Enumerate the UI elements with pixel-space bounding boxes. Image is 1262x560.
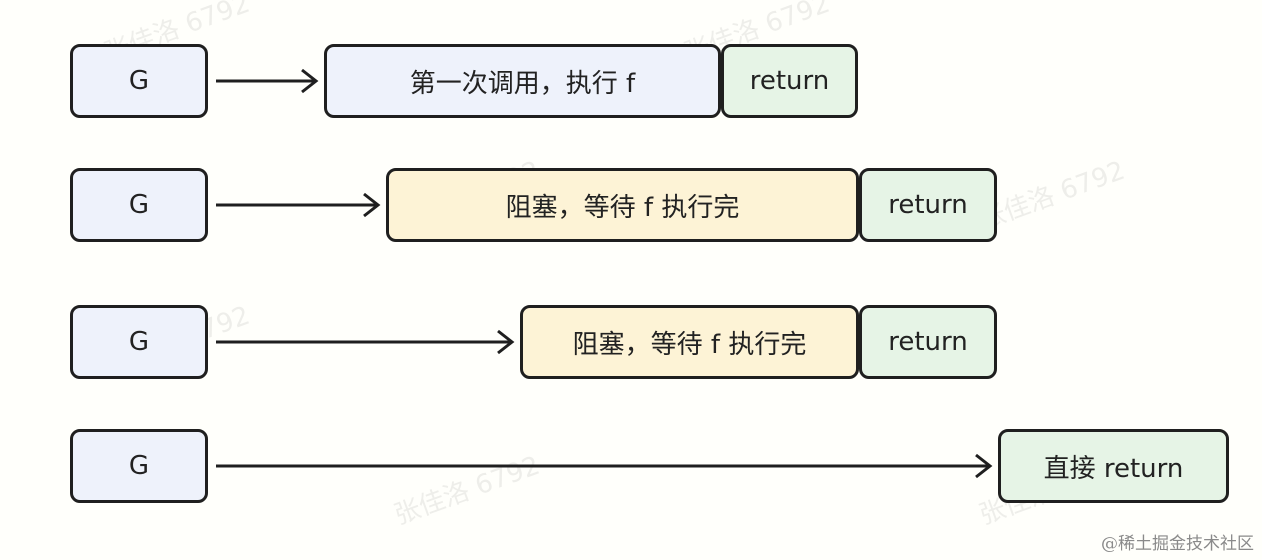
goroutine-box: G <box>70 44 208 118</box>
goroutine-box: G <box>70 305 208 379</box>
return-label: return <box>749 66 830 96</box>
blocked-wait-box: 阻塞，等待 f 执行完 <box>386 168 859 242</box>
return-box: return <box>721 44 858 118</box>
brand-watermark: @稀土掘金技术社区 <box>1101 534 1254 554</box>
goroutine-label: G <box>128 66 150 96</box>
first-call-box: 第一次调用，执行 f <box>324 44 721 118</box>
arrow-row-1 <box>216 68 319 94</box>
goroutine-label: G <box>128 327 150 357</box>
arrow-row-4 <box>216 453 993 479</box>
arrow-row-3 <box>216 329 515 355</box>
task-label: 阻塞，等待 f 执行完 <box>505 192 740 223</box>
direct-return-box: 直接 return <box>998 429 1229 503</box>
return-label: return <box>888 327 968 357</box>
return-box: return <box>859 305 997 379</box>
return-box: return <box>859 168 997 242</box>
return-label: 直接 return <box>1043 453 1184 484</box>
goroutine-label: G <box>128 190 150 220</box>
task-label: 第一次调用，执行 f <box>409 68 636 99</box>
goroutine-box: G <box>70 429 208 503</box>
blocked-wait-box: 阻塞，等待 f 执行完 <box>520 305 859 379</box>
goroutine-label: G <box>128 451 150 481</box>
return-label: return <box>888 190 968 220</box>
goroutine-box: G <box>70 168 208 242</box>
task-label: 阻塞，等待 f 执行完 <box>572 329 807 360</box>
arrow-row-2 <box>216 192 381 218</box>
